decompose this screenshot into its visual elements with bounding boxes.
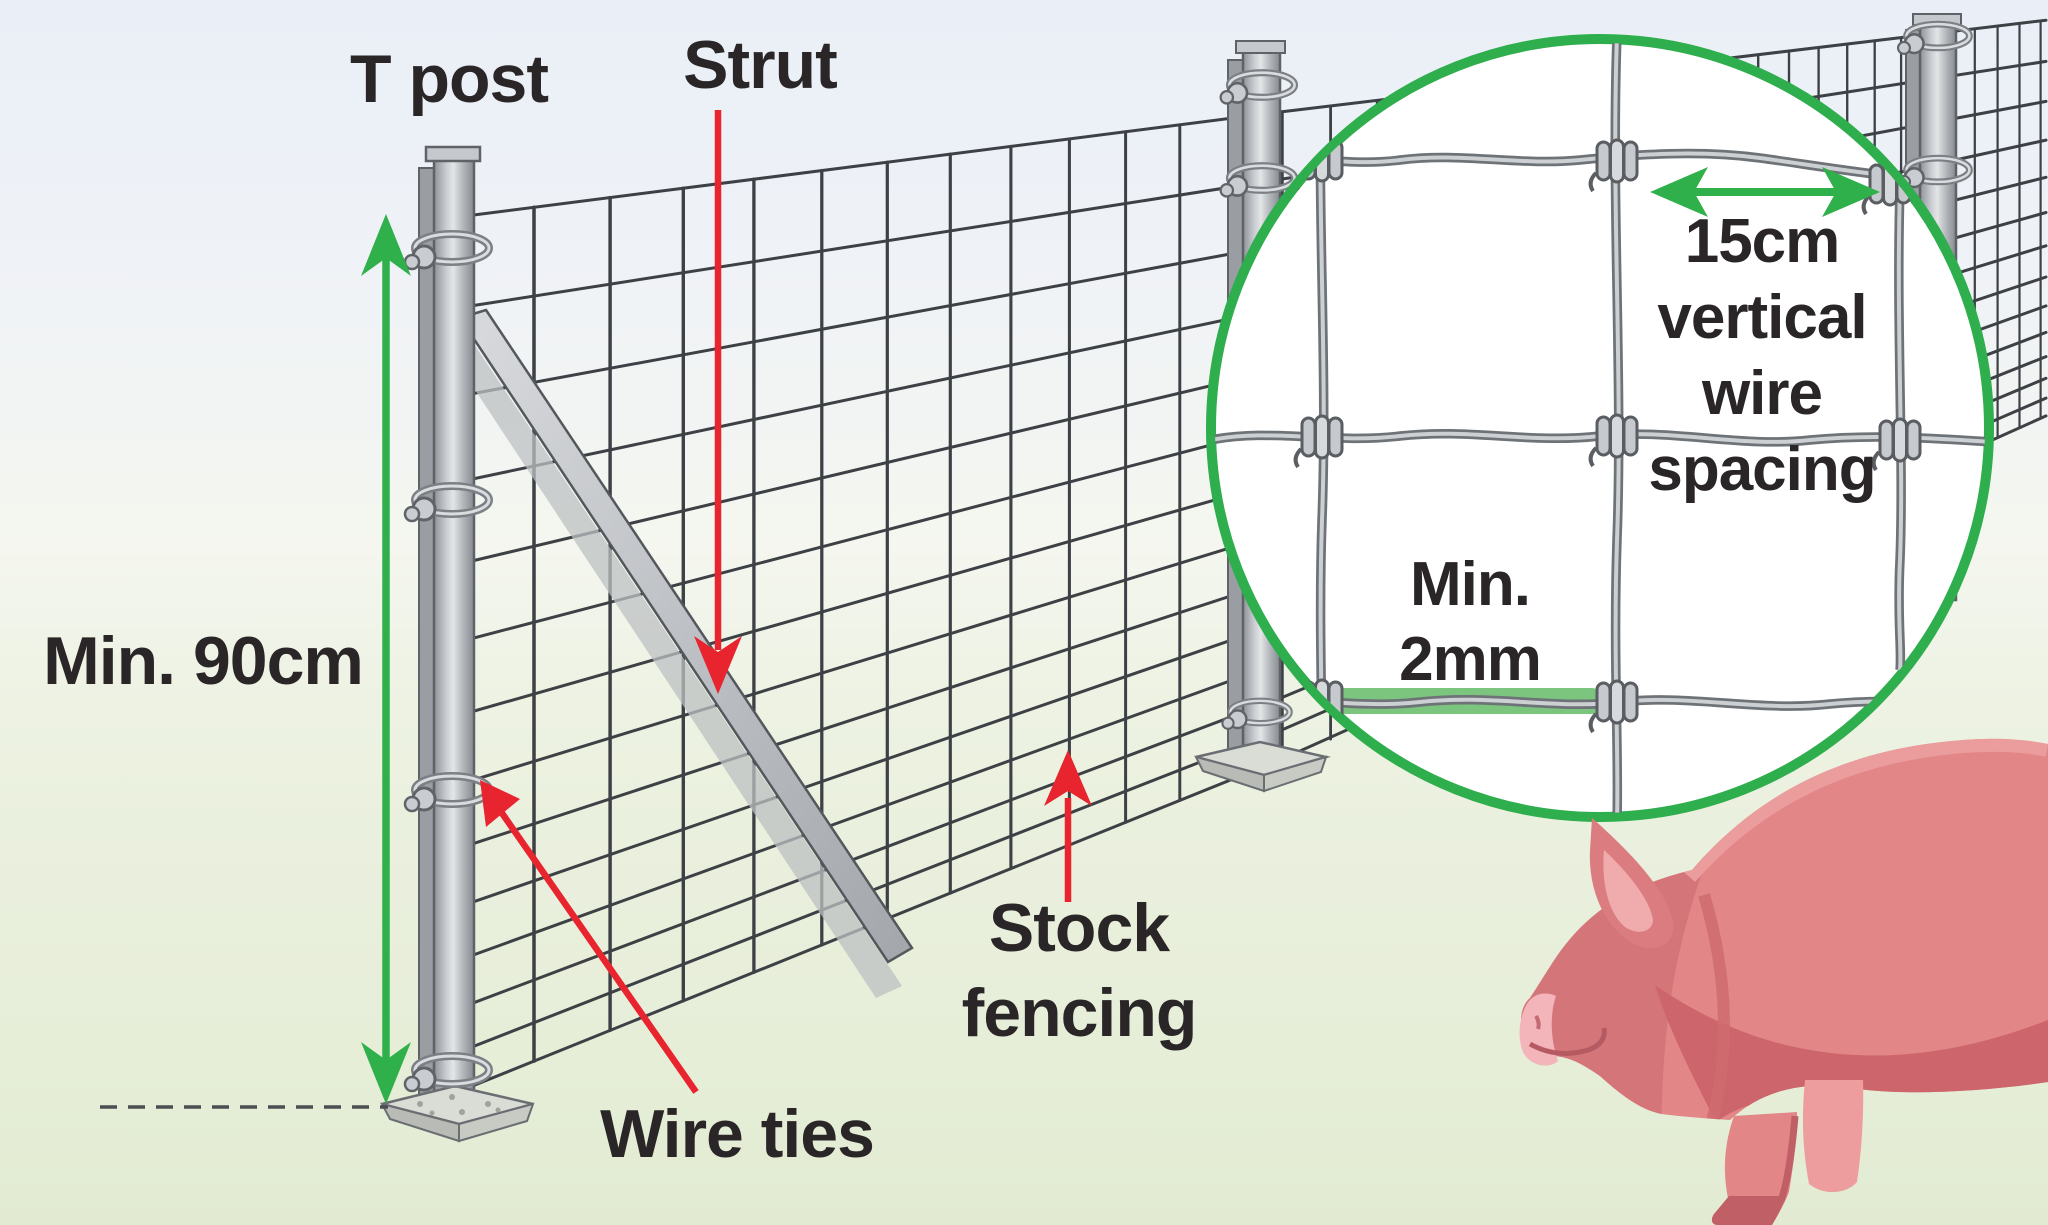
strut-shadow — [450, 344, 902, 998]
pig-back-leg — [1802, 1080, 1864, 1193]
stock-fencing-label-line1: Stock — [988, 890, 1170, 966]
min-height-label: Min. 90cm — [43, 623, 364, 699]
pig-neck-crease — [1698, 893, 1730, 1120]
t-post-label: T post — [350, 41, 549, 117]
measure-arrow-90cm — [361, 214, 411, 1104]
pig-belly-shading — [1655, 985, 2048, 1120]
stock-fencing-label-line2: fencing — [961, 975, 1198, 1051]
strut-arrow — [694, 110, 742, 694]
pig-snout — [1519, 993, 1558, 1066]
vertical-wire-spacing-label: 15cm vertical wire spacing — [1648, 207, 1876, 504]
strut-label: Strut — [683, 27, 838, 103]
pig-ear-inner — [1603, 850, 1653, 932]
pig-mouth — [1528, 1027, 1607, 1056]
callout-arrows — [480, 110, 1092, 1094]
stock-fencing-arrow — [1044, 750, 1092, 902]
wire-gauge-label: Min. 2mm — [1399, 550, 1542, 694]
t-post-main — [380, 145, 535, 1143]
wire-ties-label: Wire ties — [600, 1096, 875, 1172]
wire-ties-arrow — [480, 780, 699, 1094]
strut — [458, 308, 914, 964]
pig-hoof — [1711, 1196, 1786, 1225]
spacing-arrow — [1650, 167, 1880, 217]
pig-back-highlight — [1676, 738, 2048, 882]
